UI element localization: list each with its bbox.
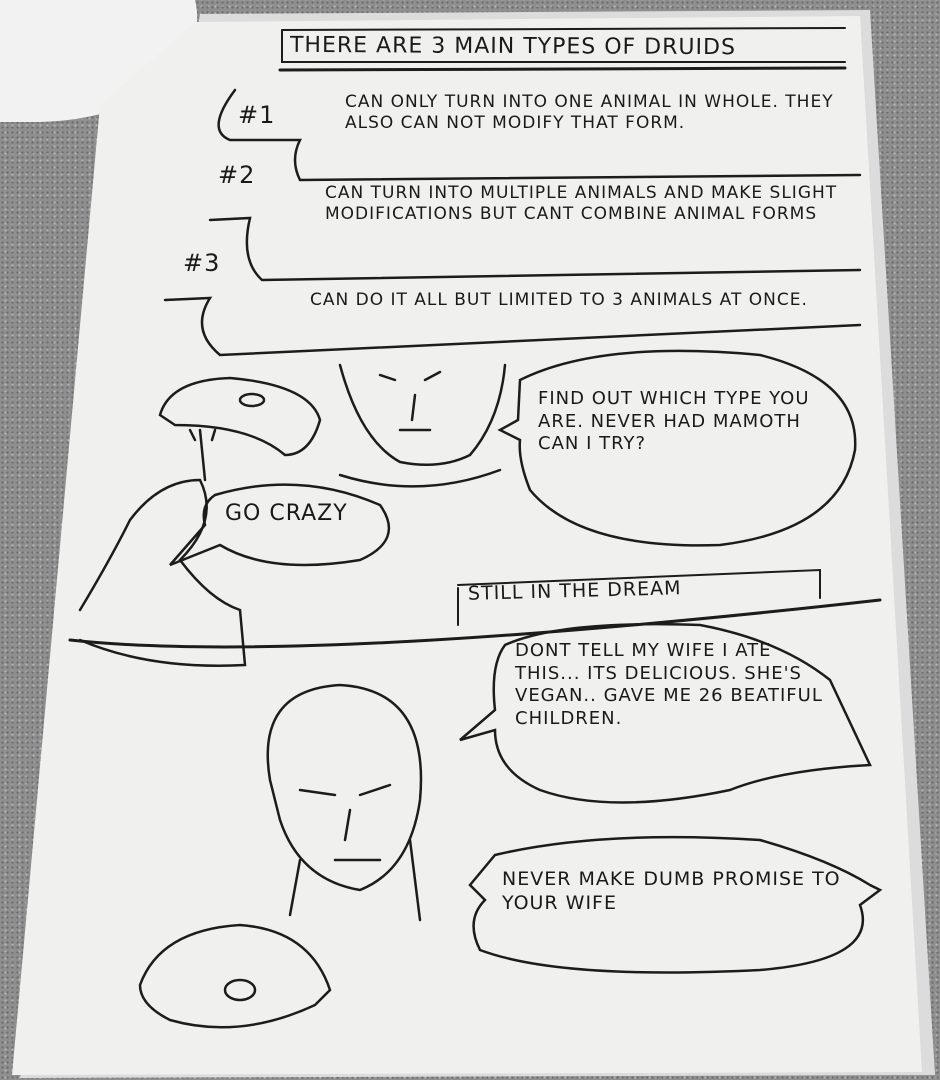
speech-bubble-go-crazy: Go crazy — [225, 501, 348, 526]
speech-bubble-find-out: Find out which type you are. Never had m… — [538, 388, 810, 454]
page-title: There are 3 main types of druids — [289, 32, 737, 61]
speech-bubble-never-make: Never make dumb promise to your wife — [502, 868, 841, 914]
type-2-description: Can turn into multiple animals and make … — [325, 183, 838, 225]
type-2-number: #2 — [218, 161, 256, 189]
type-3-description: Can do it all but limited to 3 animals a… — [310, 290, 808, 310]
type-1-description: Can only turn into one animal in whole. … — [345, 92, 834, 134]
type-1-number: #1 — [238, 101, 276, 129]
paper-sheet — [12, 16, 922, 1075]
speech-bubble-dont-tell: Dont tell my wife I ate this... Its deli… — [515, 640, 823, 729]
type-3-number: #3 — [183, 249, 221, 277]
